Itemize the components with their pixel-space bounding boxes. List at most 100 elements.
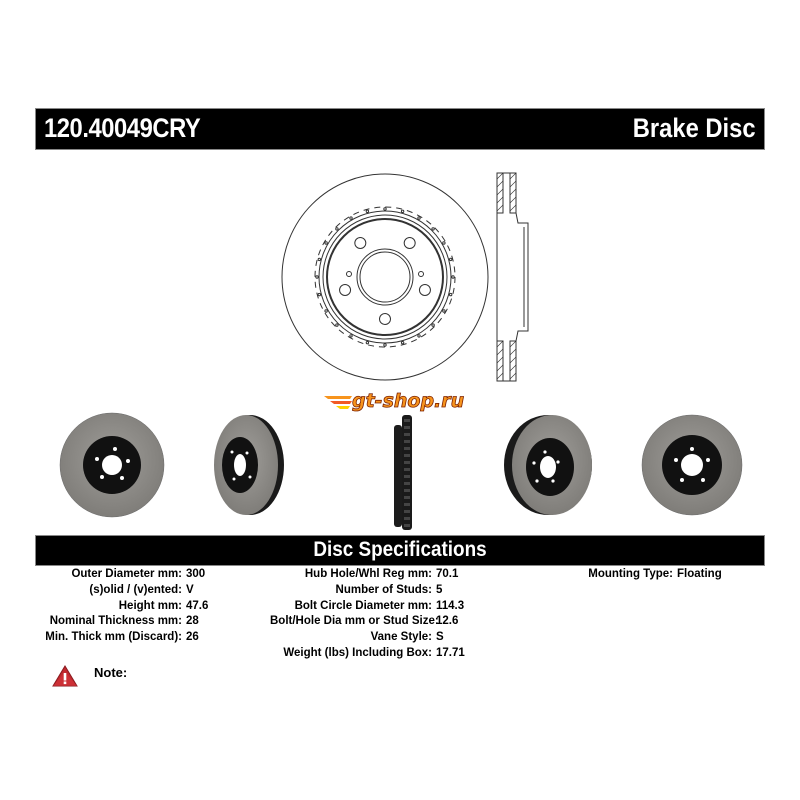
spec-column-1: Outer Diameter mm: 300 (s)olid / (v)ented:… (30, 567, 208, 646)
spec-value: 300 (186, 568, 206, 580)
vane-mark (404, 475, 410, 478)
photo-back-view (641, 414, 743, 516)
hat-outer-ring (314, 206, 456, 348)
spec-label: Min. Thick mm (Discard): (45, 631, 182, 644)
photo-side-profile-view (394, 415, 412, 530)
spec-label: Vane Style: (370, 631, 432, 644)
spec-row: Weight (lbs) Including Box: 17.71 (270, 646, 465, 662)
spec-value: S (436, 631, 444, 644)
spec-row: Min. Thick mm (Discard): 26 (30, 630, 208, 646)
locator-hole (418, 271, 424, 277)
spec-label: Outer Diameter mm: (71, 568, 182, 580)
note-label: Note: (94, 665, 128, 680)
front-view-drawing (281, 173, 489, 381)
stud-hole (418, 283, 431, 296)
spec-value: 26 (186, 631, 199, 644)
ring-notch (417, 216, 421, 220)
ring-notch (448, 292, 453, 297)
ring-notch (448, 257, 453, 262)
vane-mark (404, 419, 410, 422)
spec-row: Nominal Thickness mm: 28 (30, 614, 208, 630)
ring-notch (317, 257, 322, 262)
vane-mark (404, 489, 410, 492)
vane-mark (404, 503, 410, 506)
ring-notch (349, 216, 353, 220)
technical-drawing (281, 172, 529, 382)
spec-row: (s)olid / (v)ented: V (30, 583, 208, 599)
spec-value: 28 (186, 615, 199, 628)
spec-label: Bolt Circle Diameter mm: (294, 599, 432, 612)
product-photos (59, 412, 743, 530)
vane-mark (404, 482, 410, 485)
spec-row: Number of Studs:5 (270, 583, 465, 599)
spec-row: Outer Diameter mm: 300 (30, 567, 208, 583)
ring-notch (400, 209, 405, 214)
photo-angled-left-view (214, 415, 284, 515)
ring-notch (324, 309, 328, 313)
spec-row: Mounting Type: Floating (560, 567, 722, 583)
spec-value: V (186, 583, 194, 596)
part-number: 120.40049CRY (44, 113, 201, 143)
ring-notch (317, 292, 322, 297)
watermark-text: gt-shop.ru (352, 390, 464, 412)
ring-notch (383, 207, 387, 211)
spec-label: Nominal Thickness mm: (49, 615, 182, 628)
warning-triangle-icon (52, 665, 78, 687)
title-bar: 120.40049CRY Brake Disc (36, 109, 764, 149)
ring-notch (324, 241, 328, 245)
ring-notch (417, 334, 421, 338)
vane-mark (404, 524, 410, 527)
spec-value: 12.6 (436, 615, 459, 628)
vane-mark (404, 426, 410, 429)
vane-mark (404, 496, 410, 499)
spec-value: 47.6 (186, 599, 209, 612)
vane-mark (404, 454, 410, 457)
vane-mark (404, 517, 410, 520)
ring-notch (383, 343, 387, 347)
spec-value: 17.71 (436, 646, 465, 659)
spec-row: Vane Style: S (270, 630, 465, 646)
speed-stripes-icon (324, 396, 352, 409)
spec-label: (s)olid / (v)ented: (89, 583, 182, 596)
spec-row: Hub Hole/Whl Reg mm:70.1 (270, 567, 465, 583)
vane-mark (404, 510, 410, 513)
vane-mark (404, 468, 410, 471)
spec-column-3: Mounting Type: Floating (560, 567, 722, 583)
vane-mark (404, 447, 410, 450)
product-type: Brake Disc (633, 113, 756, 143)
specifications-title: Disc Specifications (313, 538, 487, 561)
ring-notch (315, 275, 319, 279)
ring-notch (442, 309, 446, 313)
photo-angled-right-view (504, 415, 592, 515)
ring-notch (365, 209, 370, 214)
spec-label: Hub Hole/Whl Reg mm: (304, 568, 432, 580)
specifications-header-bar: Disc Specifications (36, 536, 764, 565)
stud-hole (379, 313, 391, 325)
vane-mark (404, 461, 410, 464)
vane-mark (404, 440, 410, 443)
spec-value: Floating (677, 568, 722, 580)
disc-outer-edge (281, 173, 489, 381)
ring-notch (400, 340, 405, 345)
stud-holes (315, 207, 455, 347)
gt-shop-watermark-logo: gt-shop.ru (324, 390, 465, 412)
side-view-drawing (496, 172, 529, 382)
spec-label: Mounting Type: (588, 568, 673, 580)
vane-mark (404, 433, 410, 436)
spec-row: Height mm: 47.6 (30, 599, 209, 615)
photo-front-view (59, 412, 165, 518)
stud-hole (403, 237, 416, 250)
spec-value: 5 (436, 583, 443, 596)
spec-row: Bolt Circle Diameter mm:114.3 (270, 599, 465, 615)
spec-label: Bolt/Hole Dia mm or Stud Size: (270, 615, 439, 628)
spec-row: Bolt/Hole Dia mm or Stud Size:12.6 (270, 614, 465, 630)
ring-notch (442, 241, 446, 245)
ring-notch (365, 340, 370, 345)
spec-label: Weight (lbs) Including Box: (283, 646, 432, 659)
spec-label: Height mm: (118, 599, 182, 612)
ring-notch (451, 275, 455, 279)
hub-hole (356, 248, 414, 306)
locator-hole (346, 271, 352, 277)
ring-notch (335, 323, 339, 327)
